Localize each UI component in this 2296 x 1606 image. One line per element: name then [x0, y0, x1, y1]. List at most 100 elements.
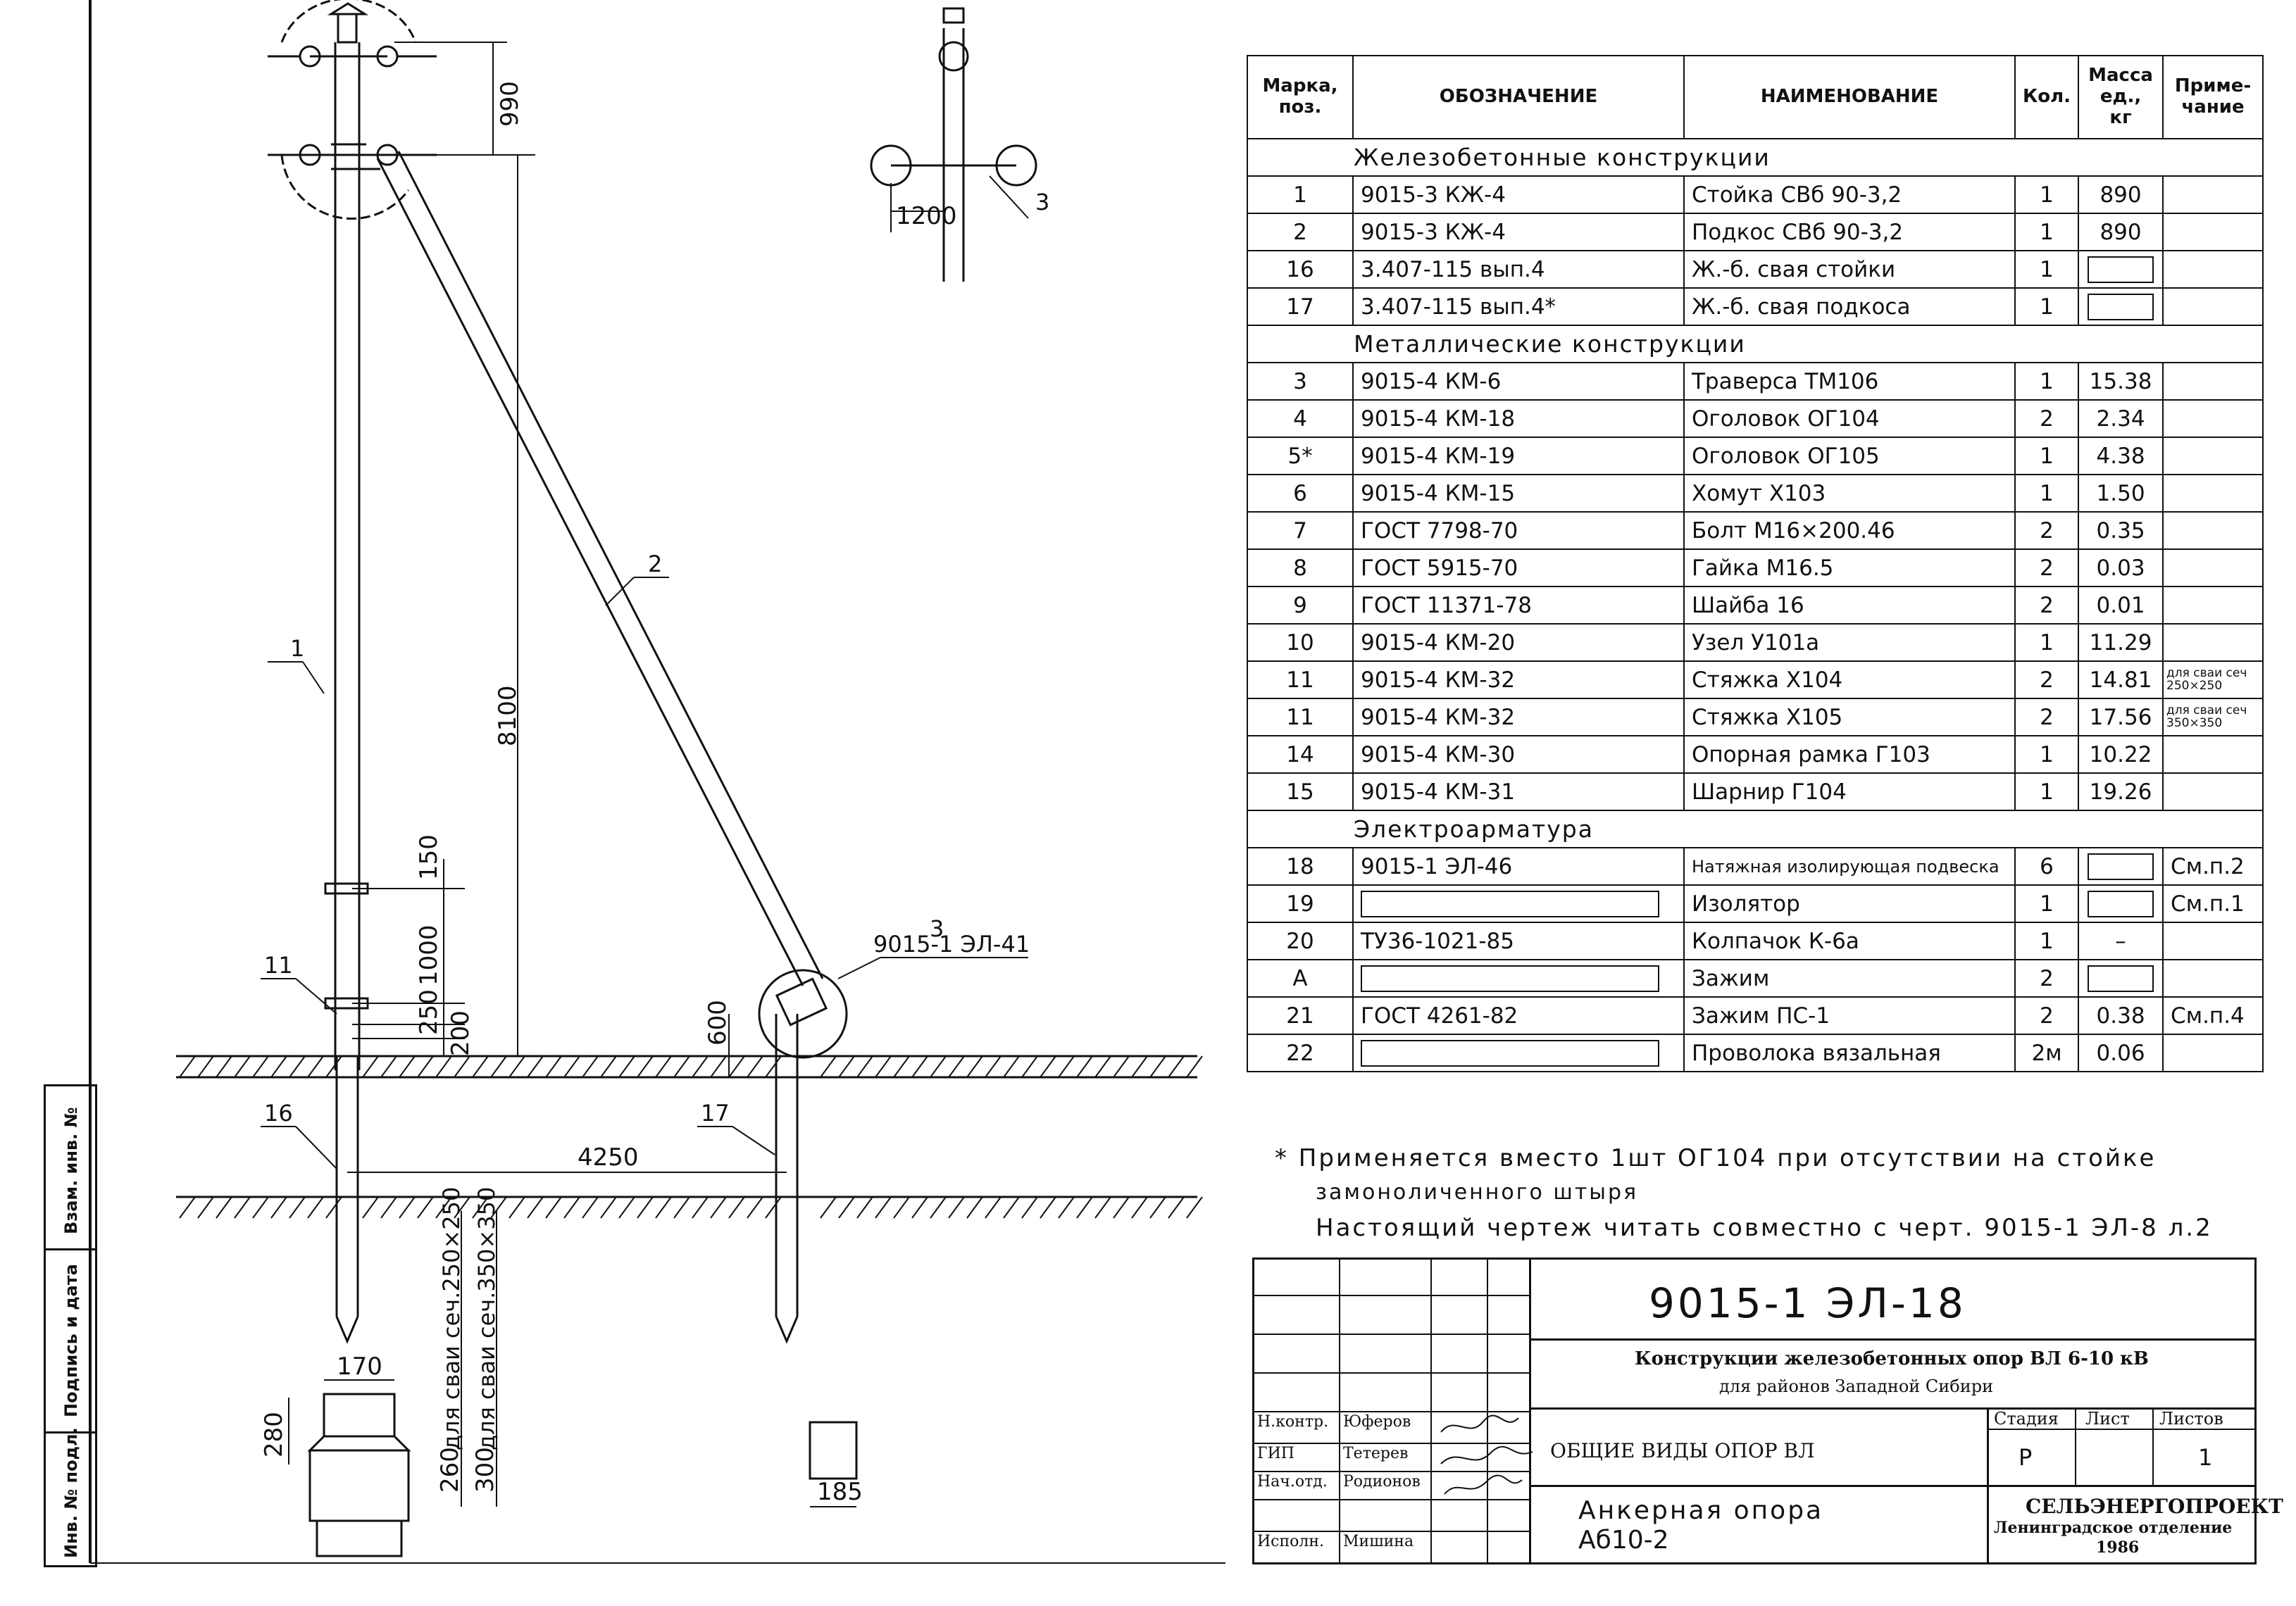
- stage-label: Стадия: [1994, 1409, 2059, 1429]
- cell-qty: 2: [2014, 399, 2080, 438]
- role-person: Тетерев: [1343, 1445, 1409, 1462]
- signatures: [1440, 1414, 1533, 1495]
- cell-mark: 7: [1247, 511, 1354, 550]
- role-label: ГИП: [1257, 1445, 1294, 1462]
- cell-mark: 6: [1247, 474, 1354, 513]
- cell-des: 9015-4 КМ-31: [1352, 772, 1685, 811]
- cell-qty: 2: [2014, 698, 2080, 736]
- cell-note: [2162, 586, 2264, 625]
- cell-des: 9015-4 КМ-20: [1352, 623, 1685, 662]
- note-2: замоноличенного штыря: [1316, 1180, 1639, 1205]
- table-header-row: Марка, поз. ОБОЗНАЧЕНИЕ НАИМЕНОВАНИЕ Кол…: [1247, 55, 2264, 139]
- cell-qty: 1: [2014, 922, 2080, 960]
- cell-mass: [2078, 847, 2164, 886]
- blank-field: [1361, 890, 1659, 917]
- sheet-label: Лист: [2085, 1409, 2130, 1429]
- cell-des: 3.407-115 вып.4*: [1352, 287, 1685, 326]
- role-label: Нач.отд.: [1257, 1473, 1328, 1491]
- cell-qty: 1: [2014, 175, 2080, 214]
- org-year: 1986: [2096, 1538, 2140, 1557]
- cell-mass: 0.03: [2078, 548, 2164, 587]
- cell-note: См.п.2: [2162, 847, 2264, 886]
- dim-990: 990: [496, 81, 524, 127]
- cell-mass: [2078, 287, 2164, 326]
- role-person: Мишина: [1343, 1533, 1414, 1550]
- cell-name: Стойка СВб 90-3,2: [1683, 175, 2016, 214]
- strip-sign-date: Подпись и дата: [61, 1264, 81, 1417]
- cell-mass: [2078, 884, 2164, 923]
- project-subtitle: для районов Западной Сибири: [1719, 1376, 1994, 1396]
- callout-11: 11: [264, 952, 293, 979]
- cell-qty: 1: [2014, 474, 2080, 513]
- section-row: Железобетонные конструкции: [1246, 138, 2264, 177]
- cell-qty: 1: [2014, 250, 2080, 289]
- cell-qty: 1: [2014, 437, 2080, 475]
- cell-qty: 1: [2014, 362, 2080, 401]
- strip-inv-orig: Инв. № подл.: [61, 1427, 81, 1558]
- cell-note: См.п.1: [2162, 884, 2264, 923]
- cell-mark: 20: [1247, 922, 1354, 960]
- cell-mass: [2078, 959, 2164, 998]
- dim-1200: 1200: [896, 202, 957, 230]
- cell-note: [2162, 511, 2264, 550]
- cell-mark: 11: [1247, 698, 1354, 736]
- sheets-value: 1: [2198, 1444, 2213, 1471]
- callout-2: 2: [648, 551, 662, 577]
- cell-mass: 1.50: [2078, 474, 2164, 513]
- cell-note: [2162, 772, 2264, 811]
- cell-note: [2162, 922, 2264, 960]
- cell-qty: 2: [2014, 511, 2080, 550]
- blank-field: [1361, 1039, 1659, 1067]
- cell-name: Ж.-б. свая стойки: [1683, 250, 2016, 289]
- cell-des: 9015-4 КМ-15: [1352, 474, 1685, 513]
- cell-note: [2162, 399, 2264, 438]
- blank-field: [2088, 853, 2154, 880]
- stage-value: Р: [2019, 1444, 2033, 1471]
- cell-des: 9015-3 КЖ-4: [1352, 175, 1685, 214]
- part-title: Анкерная опора: [1578, 1496, 1824, 1525]
- cell-mark: 3: [1247, 362, 1354, 401]
- cell-qty: 2м: [2014, 1034, 2080, 1072]
- pile-label-250: для сваи сеч.250×250: [438, 1187, 465, 1450]
- cell-mark: 11: [1247, 660, 1354, 699]
- cell-des: 9015-4 КМ-32: [1352, 660, 1685, 699]
- cell-mass: 2.34: [2078, 399, 2164, 438]
- cell-mass: 11.29: [2078, 623, 2164, 662]
- cell-mark: 9: [1247, 586, 1354, 625]
- org-branch: Ленинградское отделение: [1994, 1519, 2233, 1537]
- cell-name: Изолятор: [1683, 884, 2016, 923]
- cell-name: Хомут Х103: [1683, 474, 2016, 513]
- dim-8100: 8100: [494, 685, 522, 746]
- cell-mass: 14.81: [2078, 660, 2164, 699]
- dim-170: 170: [337, 1353, 382, 1381]
- col-qty: Кол.: [2014, 55, 2080, 139]
- cell-des: 9015-3 КЖ-4: [1352, 213, 1685, 251]
- col-note: Приме-чание: [2162, 55, 2264, 139]
- cell-mass: –: [2078, 922, 2164, 960]
- cell-name: Подкос СВб 90-3,2: [1683, 213, 2016, 251]
- cell-name: Траверса ТМ106: [1683, 362, 2016, 401]
- cell-name: Гайка М16.5: [1683, 548, 2016, 587]
- cell-note: [2162, 1034, 2264, 1072]
- cell-mark: А: [1247, 959, 1354, 998]
- cell-mark: 1: [1247, 175, 1354, 214]
- cell-des: ГОСТ 11371-78: [1352, 586, 1685, 625]
- dim-250: 250: [415, 989, 443, 1035]
- cell-mark: 18: [1247, 847, 1354, 886]
- cell-des: 9015-1 ЭЛ-46: [1352, 847, 1685, 886]
- cell-des: 9015-4 КМ-32: [1352, 698, 1685, 736]
- cell-des: ГОСТ 4261-82: [1352, 996, 1685, 1035]
- cell-qty: 1: [2014, 213, 2080, 251]
- cell-mass: 10.22: [2078, 735, 2164, 774]
